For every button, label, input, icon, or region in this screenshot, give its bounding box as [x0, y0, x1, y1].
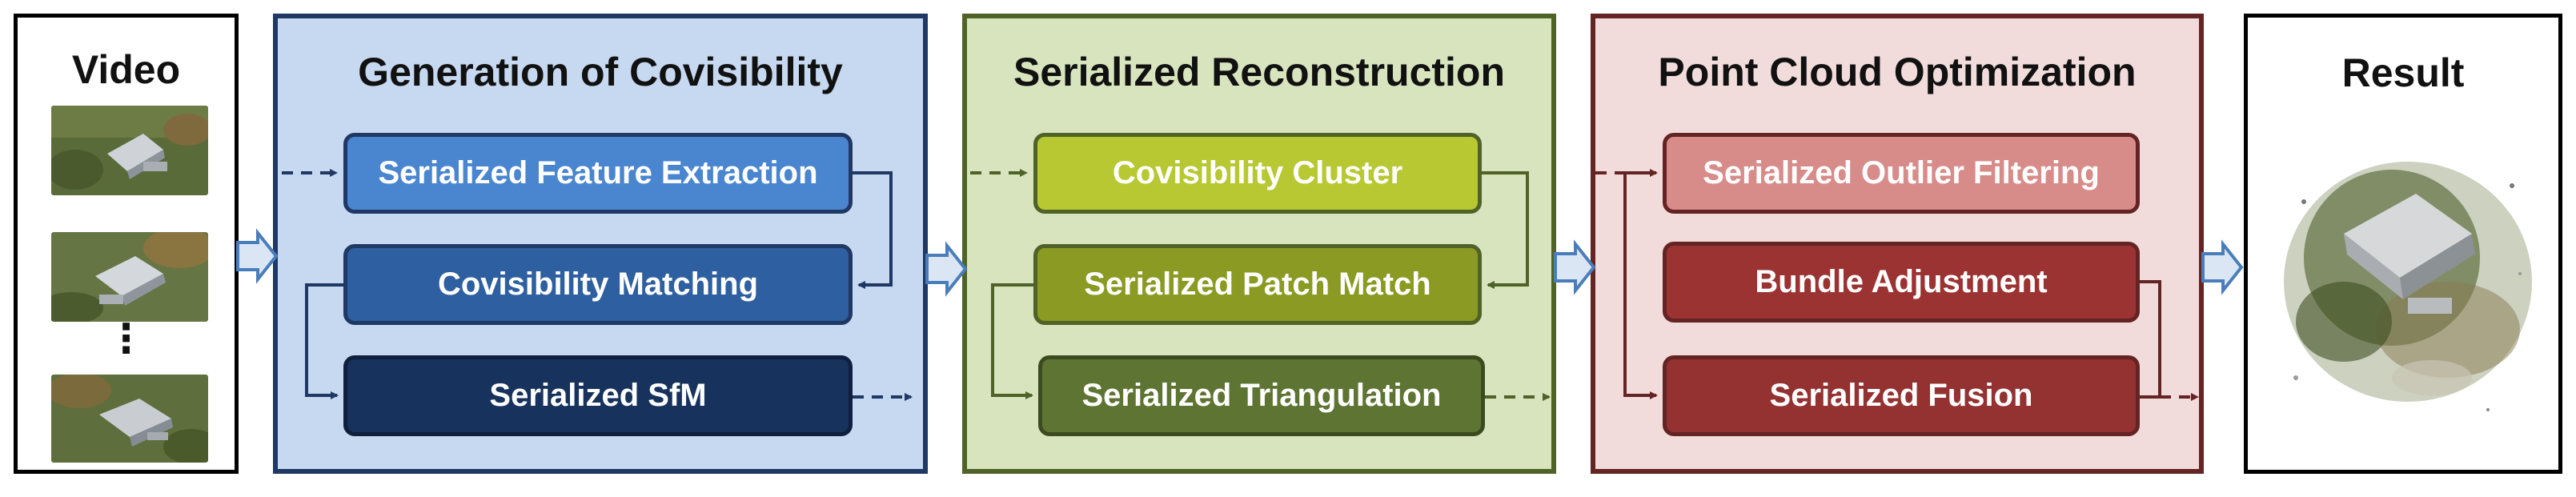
step-serialized-outlier-filtering: Serialized Outlier Filtering	[1663, 133, 2140, 214]
video-frame-1	[51, 106, 208, 195]
block-arrow-3	[1554, 239, 1596, 295]
block-arrow-2	[925, 241, 968, 297]
step-serialized-sfm: Serialized SfM	[343, 355, 853, 436]
step-covisibility-cluster: Covisibility Cluster	[1033, 133, 1482, 214]
video-panel: Video ⋮	[14, 14, 239, 474]
step-serialized-triangulation: Serialized Triangulation	[1038, 355, 1485, 436]
video-frame-3	[51, 375, 208, 463]
step-serialized-feature-extraction: Serialized Feature Extraction	[343, 133, 853, 214]
stage1-title: Generation of Covisibility	[358, 50, 843, 94]
result-point-cloud-image	[2272, 114, 2540, 434]
result-title: Result	[2341, 50, 2465, 95]
ellipsis: ⋮	[106, 316, 146, 361]
video-title: Video	[71, 47, 181, 92]
block-arrow-1	[236, 228, 279, 284]
step-serialized-patch-match: Serialized Patch Match	[1033, 244, 1482, 325]
step-bundle-adjustment: Bundle Adjustment	[1663, 242, 2140, 323]
stage2-title: Serialized Reconstruction	[1013, 50, 1506, 94]
video-frame-2	[51, 232, 208, 322]
step-covisibility-matching: Covisibility Matching	[343, 244, 853, 325]
block-arrow-4	[2201, 239, 2244, 295]
stage3-title: Point Cloud Optimization	[1658, 50, 2137, 94]
result-panel: Result	[2244, 14, 2562, 474]
step-serialized-fusion: Serialized Fusion	[1663, 355, 2140, 436]
